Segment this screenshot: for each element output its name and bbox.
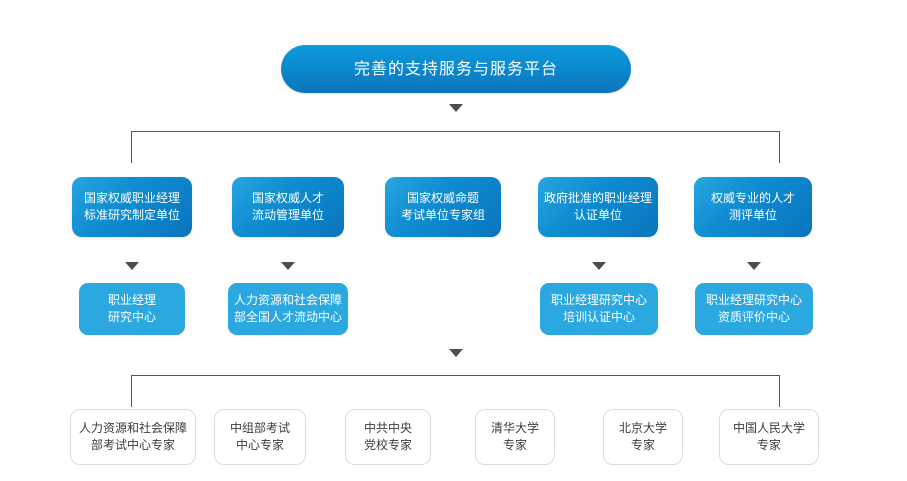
page-title: 完善的支持服务与服务平台 xyxy=(353,59,558,78)
level3-label: 职业经理研究中心 资质评价中心 xyxy=(705,293,802,324)
arrow-lvl3-to-bracket-icon xyxy=(449,349,463,357)
level2-box-exam-proposition-unit[interactable]: 国家权威命题 考试单位专家组 xyxy=(385,177,501,237)
level4-box-peking-university-expert[interactable]: 北京大学 专家 xyxy=(603,409,683,465)
level4-label: 人力资源和社会保障 部考试中心专家 xyxy=(78,421,187,452)
level2-box-national-standard-unit[interactable]: 国家权威职业经理 标准研究制定单位 xyxy=(72,177,192,237)
arrow-lvl2-to-lvl3-2-icon xyxy=(281,262,295,270)
level2-box-talent-assessment-unit[interactable]: 权威专业的人才 测评单位 xyxy=(694,177,812,237)
level4-box-tsinghua-expert[interactable]: 清华大学 专家 xyxy=(475,409,555,465)
level2-box-talent-mobility-unit[interactable]: 国家权威人才 流动管理单位 xyxy=(232,177,344,237)
level2-label: 政府批准的职业经理 认证单位 xyxy=(544,191,653,222)
level4-label: 中国人民大学 专家 xyxy=(732,421,805,452)
level4-box-party-school-expert[interactable]: 中共中央 党校专家 xyxy=(345,409,431,465)
level4-label: 清华大学 专家 xyxy=(490,421,539,452)
arrow-title-to-bracket-icon xyxy=(449,104,463,112)
level2-label: 国家权威职业经理 标准研究制定单位 xyxy=(83,191,180,222)
level2-label: 国家权威人才 流动管理单位 xyxy=(251,191,324,222)
level4-box-org-dept-exam-center-expert[interactable]: 中组部考试 中心专家 xyxy=(214,409,306,465)
level3-box-national-talent-mobility-center[interactable]: 人力资源和社会保障 部全国人才流动中心 xyxy=(228,283,348,335)
level3-label: 职业经理研究中心 培训认证中心 xyxy=(550,293,647,324)
diagram-title-box: 完善的支持服务与服务平台 xyxy=(281,45,631,93)
level3-box-training-certification-center[interactable]: 职业经理研究中心 培训认证中心 xyxy=(540,283,658,335)
level4-box-mohrss-exam-center-expert[interactable]: 人力资源和社会保障 部考试中心专家 xyxy=(70,409,196,465)
level2-box-government-certification-unit[interactable]: 政府批准的职业经理 认证单位 xyxy=(538,177,658,237)
level3-label: 人力资源和社会保障 部全国人才流动中心 xyxy=(233,293,342,324)
arrow-lvl2-to-lvl3-1-icon xyxy=(125,262,139,270)
level3-label: 职业经理 研究中心 xyxy=(107,293,156,324)
level4-label: 中组部考试 中心专家 xyxy=(229,421,290,452)
arrow-lvl2-to-lvl3-3-icon xyxy=(592,262,606,270)
level4-box-renmin-university-expert[interactable]: 中国人民大学 专家 xyxy=(719,409,819,465)
level3-box-qualification-evaluation-center[interactable]: 职业经理研究中心 资质评价中心 xyxy=(695,283,813,335)
level2-label: 权威专业的人才 测评单位 xyxy=(710,191,795,222)
bracket-bottom xyxy=(131,375,780,407)
bracket-top xyxy=(131,131,780,163)
level3-box-manager-research-center[interactable]: 职业经理 研究中心 xyxy=(79,283,185,335)
level4-label: 北京大学 专家 xyxy=(618,421,667,452)
level4-label: 中共中央 党校专家 xyxy=(363,421,412,452)
arrow-lvl2-to-lvl3-4-icon xyxy=(747,262,761,270)
level2-label: 国家权威命题 考试单位专家组 xyxy=(400,191,485,222)
